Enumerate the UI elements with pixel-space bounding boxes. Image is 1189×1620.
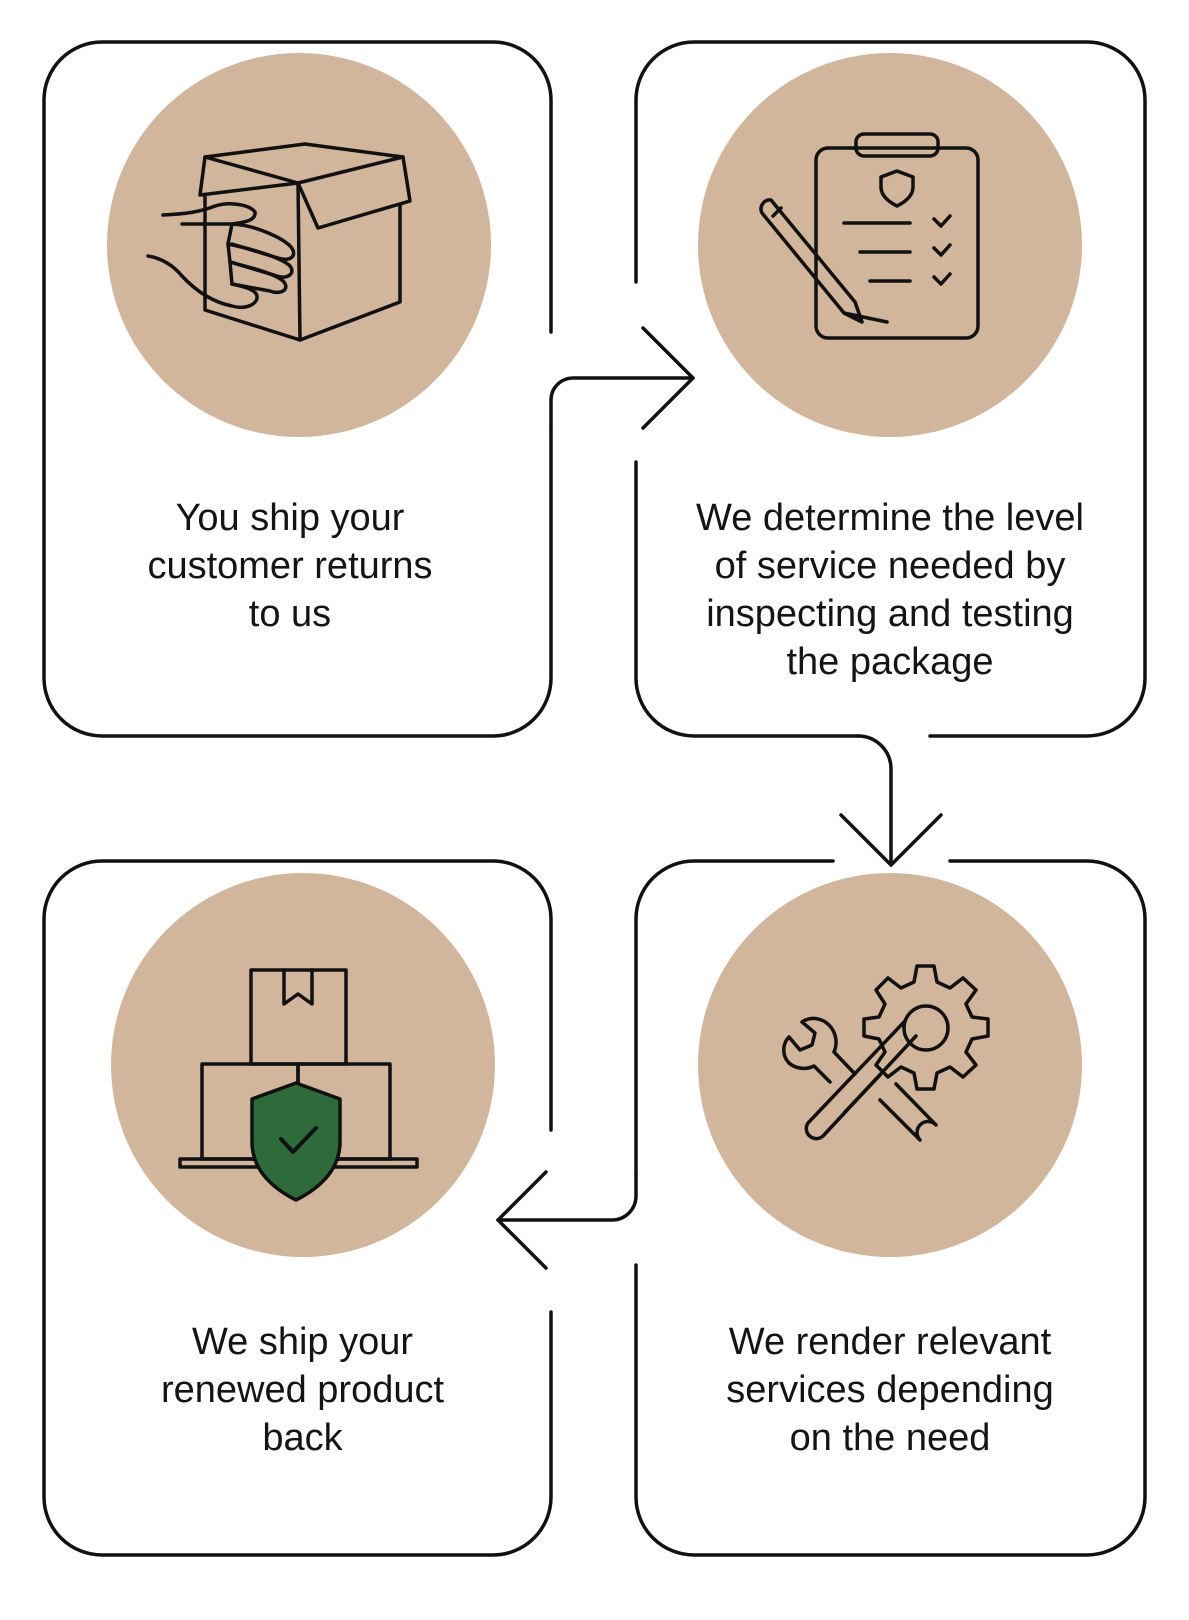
card-2-border-lower (634, 460, 860, 738)
card-3-border-upper (634, 859, 835, 1177)
card-1-border (42, 40, 553, 738)
circle-2 (698, 53, 1082, 437)
card-3-border (634, 859, 1147, 1557)
boxes-shield-check-icon (178, 968, 419, 1202)
step-2-text: We determine the level of service needed… (696, 497, 1084, 683)
step-4-text: We ship your renewed product back (160, 1321, 445, 1459)
step-3-text: We render relevant services depending on… (726, 1321, 1054, 1459)
step-1-text: You ship your customer returns to us (147, 497, 433, 635)
box-in-hand-icon (146, 142, 412, 342)
card-2-border (634, 40, 1147, 738)
clipboard-checklist-icon (759, 132, 980, 340)
arrowhead-2-to-3 (839, 813, 943, 867)
connector-1-to-2 (549, 376, 695, 434)
wrench-screwdriver-gear-icon (782, 964, 990, 1142)
arrowhead-3-to-4 (496, 1170, 548, 1270)
shield-icon (250, 1081, 342, 1202)
connector-2-to-3 (856, 734, 893, 867)
arrowhead-1-to-2 (641, 326, 695, 430)
card-4-border (42, 859, 553, 1557)
connector-3-to-4 (496, 1173, 638, 1222)
